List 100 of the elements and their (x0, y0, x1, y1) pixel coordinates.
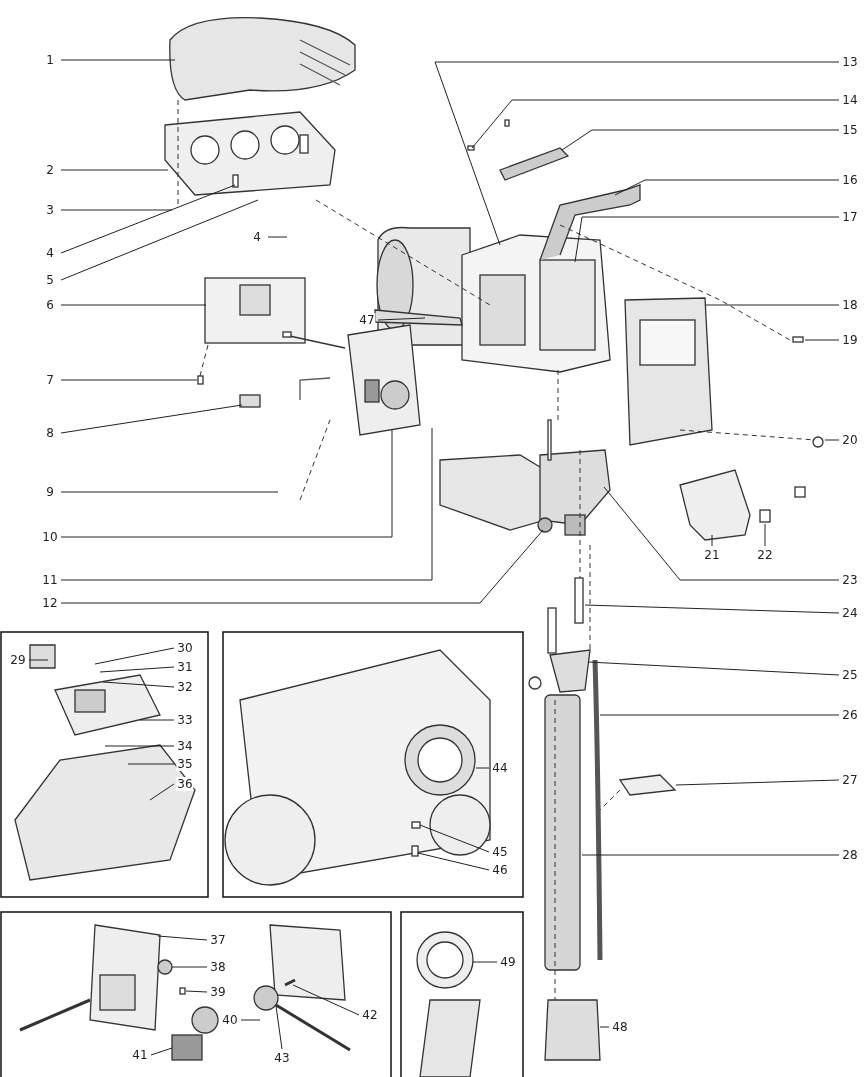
callout-number: 2 (45, 163, 55, 177)
leader-line (417, 852, 490, 871)
leader-line (711, 534, 713, 547)
callout-number: 3 (45, 203, 55, 217)
callout-number: 46 (491, 863, 509, 877)
callout-number: 24 (841, 606, 859, 620)
leader-line (824, 439, 840, 441)
leader-line (240, 1019, 261, 1021)
callout-number: 11 (41, 573, 59, 587)
callout-number: 48 (611, 1020, 629, 1034)
leader-line (275, 1005, 283, 1050)
leader-line (267, 236, 288, 238)
callout-number: 29 (9, 653, 27, 667)
leader-line (471, 99, 840, 149)
callout-number: 12 (41, 596, 59, 610)
callout-number: 32 (176, 680, 194, 694)
leader-line (574, 216, 840, 263)
callout-number: 5 (45, 273, 55, 287)
leader-line (705, 304, 840, 306)
callout-number: 45 (491, 845, 509, 859)
callout-number: 19 (841, 333, 859, 347)
leader-line (102, 681, 175, 688)
callout-number: 4 (252, 230, 262, 244)
callout-number: 34 (176, 739, 194, 753)
leader-line (472, 961, 498, 963)
leader-line (419, 824, 490, 853)
callout-number: 37 (209, 933, 227, 947)
leader-line (614, 179, 840, 196)
leader-line (60, 59, 176, 61)
leader-line (603, 486, 840, 581)
leader-line (60, 404, 243, 434)
leader-line (60, 184, 236, 254)
leader-line (171, 966, 208, 968)
leader-line (28, 659, 49, 661)
callout-number: 18 (841, 298, 859, 312)
leader-line (377, 317, 426, 321)
leader-line (599, 1026, 610, 1028)
callout-number: 25 (841, 668, 859, 682)
leader-line (60, 429, 393, 538)
callout-number: 36 (176, 777, 194, 791)
leader-line (60, 209, 173, 211)
leader-line (150, 1047, 173, 1056)
leader-line (475, 767, 490, 769)
callout-number: 41 (131, 1048, 149, 1062)
callout-number: 13 (841, 55, 859, 69)
leader-line (561, 129, 840, 151)
callout-number: 44 (491, 761, 509, 775)
callout-number: 35 (176, 757, 194, 771)
callout-number: 49 (499, 955, 517, 969)
callout-number: 42 (361, 1008, 379, 1022)
callout-number: 33 (176, 713, 194, 727)
leader-line (60, 199, 259, 281)
callout-number: 10 (41, 530, 59, 544)
callout-number: 20 (841, 433, 859, 447)
callout-number: 28 (841, 848, 859, 862)
callout-number: 38 (209, 960, 227, 974)
leader-line (185, 990, 208, 993)
leader-line (157, 935, 208, 941)
callout-number: 43 (273, 1051, 291, 1065)
callout-number: 30 (176, 641, 194, 655)
leader-line (60, 304, 207, 306)
leader-line (104, 745, 175, 747)
callout-number: 21 (703, 548, 721, 562)
callout-number: 17 (841, 210, 859, 224)
callout-number: 22 (756, 548, 774, 562)
callout-number: 16 (841, 173, 859, 187)
callout-number: 7 (45, 373, 55, 387)
leader-line (60, 529, 544, 604)
callout-number: 1 (45, 53, 55, 67)
leader-line (587, 661, 840, 676)
leader-line (60, 169, 169, 171)
leader-line (94, 647, 175, 665)
leader-line (60, 379, 198, 381)
leader-line (292, 984, 360, 1016)
callout-number: 8 (45, 426, 55, 440)
callout-number: 27 (841, 773, 859, 787)
leader-line (599, 714, 840, 716)
leader-line (434, 61, 840, 246)
leader-line (139, 719, 175, 721)
callout-number: 9 (45, 485, 55, 499)
callout-number: 26 (841, 708, 859, 722)
callout-number: 6 (45, 298, 55, 312)
callout-number: 15 (841, 123, 859, 137)
leader-line (804, 339, 840, 341)
callout-number: 4 (45, 246, 55, 260)
leader-line (149, 783, 175, 801)
leader-line (584, 604, 840, 614)
leader-line (764, 523, 766, 547)
callout-number: 23 (841, 573, 859, 587)
leader-line (60, 491, 279, 493)
leader-line (60, 427, 433, 581)
leader-line (127, 763, 175, 765)
leader-line (99, 666, 175, 673)
callout-number: 14 (841, 93, 859, 107)
callout-number: 39 (209, 985, 227, 999)
callout-number: 47 (358, 313, 376, 327)
leader-line (675, 779, 840, 786)
callout-number: 31 (176, 660, 194, 674)
leader-line (581, 854, 840, 856)
callout-number: 40 (221, 1013, 239, 1027)
